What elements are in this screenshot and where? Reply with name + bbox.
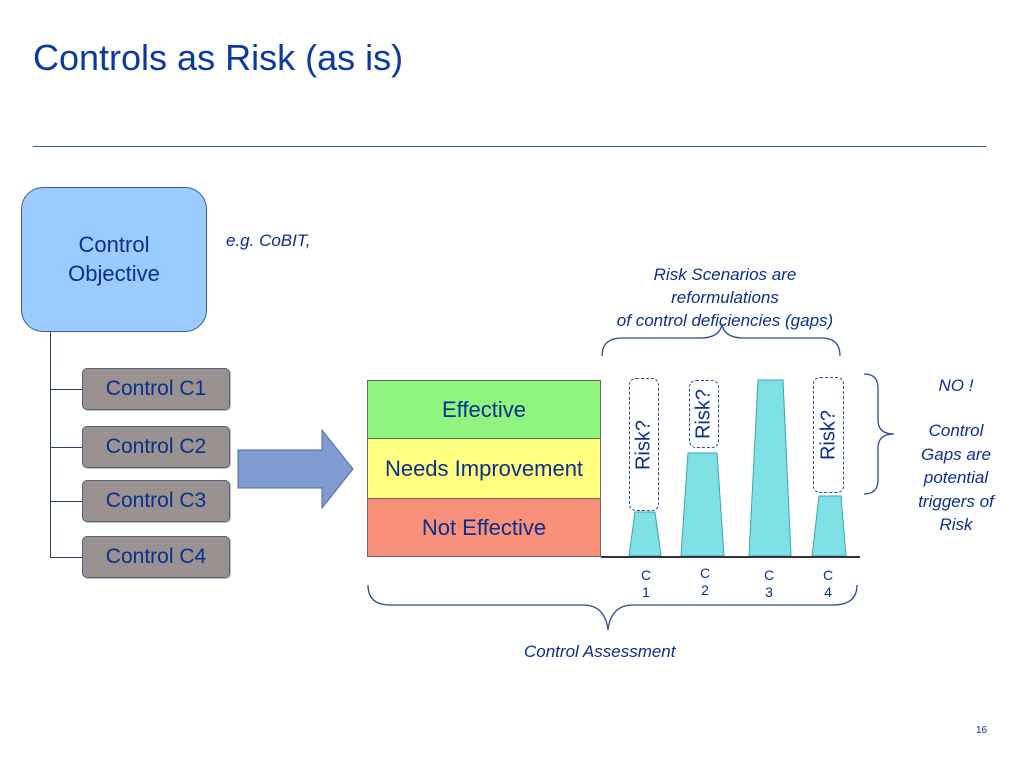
- no-note: NO ! Control Gaps are potential triggers…: [896, 374, 1016, 537]
- x-label-c4-line2: 4: [824, 583, 832, 600]
- risk-label-c1: Risk?: [632, 419, 655, 470]
- risk-label-c4: Risk?: [817, 409, 839, 461]
- x-label-c2-line2: 2: [701, 581, 709, 598]
- cobit-note: e.g. CoBIT,: [226, 231, 311, 250]
- bar-c4: [811, 495, 847, 557]
- no-note-line6: Risk: [939, 515, 973, 535]
- tree-branch-c4: [50, 557, 82, 558]
- x-label-c2-line1: C: [699, 565, 711, 581]
- risk-box-c2: Risk?: [689, 380, 719, 448]
- bar-baseline: [601, 556, 860, 558]
- control-c3-box: Control C3: [82, 480, 230, 522]
- band-effective: Effective: [367, 380, 601, 438]
- tree-trunk-line: [50, 332, 51, 557]
- x-label-c2: C 2: [695, 565, 715, 599]
- no-note-spacer: [896, 397, 1016, 419]
- x-label-c4-line1: C: [822, 567, 834, 583]
- x-label-c1-line2: 1: [642, 583, 650, 600]
- bar-c2: [680, 452, 725, 557]
- right-brace: [863, 373, 895, 495]
- risk-label-c2: Risk?: [692, 388, 715, 440]
- risk-box-c1: Risk?: [629, 378, 659, 511]
- control-c4-box: Control C4: [82, 536, 230, 578]
- control-assessment-label: Control Assessment: [524, 642, 676, 661]
- no-note-line2: Control: [928, 421, 984, 441]
- no-note-line4: potential: [923, 468, 989, 488]
- control-c2-box: Control C2: [82, 426, 230, 468]
- no-note-line3: Gaps are: [921, 444, 991, 464]
- x-label-c3: C 3: [759, 567, 779, 601]
- bar-c3: [748, 379, 792, 557]
- tree-branch-c1: [50, 389, 82, 390]
- tree-branch-c2: [50, 447, 82, 448]
- x-label-c1-line1: C: [640, 567, 652, 583]
- risk-scenarios-line1: Risk Scenarios are: [653, 265, 797, 284]
- slide-title: Controls as Risk (as is): [33, 37, 404, 78]
- x-label-c1: C 1: [636, 567, 656, 601]
- x-label-c3-line1: C: [763, 567, 775, 583]
- no-note-line1: NO !: [938, 376, 974, 395]
- title-divider: [33, 146, 986, 147]
- x-label-c4: C 4: [818, 567, 838, 601]
- risk-scenarios-line2: reformulations: [671, 287, 779, 307]
- bottom-brace: [367, 584, 858, 631]
- top-brace: [601, 323, 841, 357]
- control-c1-box: Control C1: [82, 368, 230, 410]
- control-objective-box: Control Objective: [21, 187, 207, 332]
- risk-box-c4: Risk?: [813, 377, 844, 493]
- band-needs-improvement: Needs Improvement: [367, 438, 601, 498]
- risk-scenarios-note: Risk Scenarios are reformulations of con…: [590, 264, 860, 333]
- control-objective-line1: Control: [78, 231, 150, 257]
- x-label-c3-line2: 3: [765, 583, 773, 600]
- risk-scenarios-line3: of control deficiencies (gaps): [616, 310, 834, 330]
- right-arrow-icon: [237, 428, 354, 510]
- control-objective-line2: Objective: [68, 260, 160, 286]
- band-not-effective: Not Effective: [367, 498, 601, 557]
- page-number: 16: [976, 725, 988, 736]
- tree-branch-c3: [50, 501, 82, 502]
- no-note-line5: triggers of: [918, 491, 994, 511]
- bar-c1: [628, 511, 662, 557]
